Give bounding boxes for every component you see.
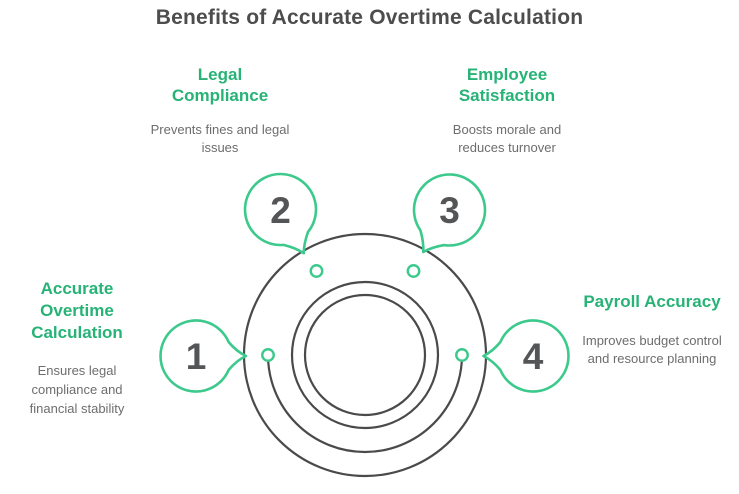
marker-dot-3 — [406, 264, 421, 278]
connector-arc — [266, 354, 464, 454]
callout-bubble-1 — [159, 319, 248, 393]
callout-bubble-4 — [482, 319, 570, 393]
callout-number-1: 1 — [186, 336, 207, 377]
callout-bubble-2 — [243, 172, 318, 255]
benefit-description: Ensures legal compliance and financial s… — [29, 363, 125, 416]
marker-dot-1 — [261, 348, 275, 362]
marker-dot-4 — [455, 348, 469, 362]
benefit-heading: Payroll Accuracy — [583, 292, 721, 311]
outer-circle — [242, 232, 488, 478]
callout-number-3: 3 — [439, 190, 460, 231]
benefit-heading: Legal Compliance — [171, 65, 269, 105]
callout-number-2: 2 — [270, 190, 291, 231]
benefit-block-3: Employee Satisfaction Boosts morale and … — [437, 64, 577, 157]
benefit-heading: Employee Satisfaction — [458, 65, 556, 105]
middle-circle — [290, 280, 440, 430]
benefit-description: Improves budget control and resource pla… — [582, 333, 722, 366]
benefit-block-4: Payroll Accuracy Improves budget control… — [580, 291, 724, 368]
benefit-heading: Accurate Overtime Calculation — [31, 279, 123, 342]
benefit-block-1: Accurate Overtime Calculation Ensures le… — [17, 278, 137, 418]
benefit-description: Boosts morale and reduces turnover — [452, 122, 562, 155]
callout-number-4: 4 — [523, 336, 544, 377]
marker-dot-2 — [309, 264, 324, 278]
callout-bubble-3 — [412, 173, 487, 254]
benefit-description: Prevents fines and legal issues — [150, 122, 290, 155]
benefit-block-2: Legal Compliance Prevents fines and lega… — [150, 64, 290, 157]
page-title: Benefits of Accurate Overtime Calculatio… — [155, 6, 584, 29]
inner-circle — [303, 293, 427, 417]
